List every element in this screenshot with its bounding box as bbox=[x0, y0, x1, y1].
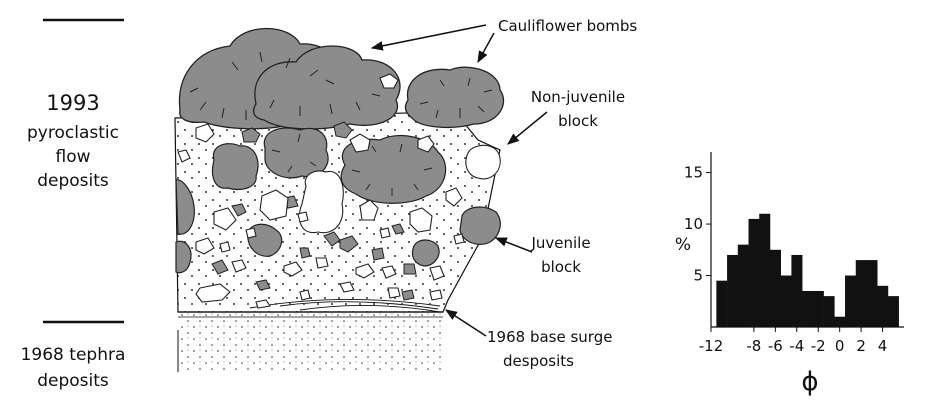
x-tick-label: -6 bbox=[768, 337, 783, 355]
histogram-bar bbox=[888, 296, 899, 327]
histogram-bar bbox=[716, 281, 727, 327]
histogram-bar bbox=[845, 276, 856, 327]
x-tick-label: 0 bbox=[835, 337, 845, 355]
unit-1993-label-year: 1993 bbox=[46, 91, 99, 115]
base-surge-arrow bbox=[446, 310, 486, 336]
histogram-bar bbox=[813, 291, 824, 327]
juvenile-block-label-line2: block bbox=[541, 258, 581, 276]
x-axis-label: ϕ bbox=[801, 367, 818, 397]
x-tick-label: -2 bbox=[811, 337, 826, 355]
x-tick-label: -4 bbox=[789, 337, 804, 355]
y-tick-label: 10 bbox=[684, 215, 703, 233]
unit-1993-label-line4: deposits bbox=[37, 171, 109, 191]
histogram-bar bbox=[770, 250, 781, 327]
histogram-bar bbox=[866, 260, 877, 327]
x-tick-label: 2 bbox=[856, 337, 866, 355]
non-juvenile-arrow bbox=[508, 112, 547, 144]
y-tick-label: 15 bbox=[684, 164, 703, 182]
deposit-section bbox=[175, 29, 504, 373]
histogram-bar bbox=[738, 245, 749, 327]
cauliflower-bomb bbox=[405, 67, 503, 127]
histogram-bar bbox=[834, 317, 845, 327]
histogram-bar bbox=[759, 214, 770, 327]
juvenile-arrow bbox=[496, 238, 532, 252]
x-tick-label: -8 bbox=[746, 337, 761, 355]
stratigraphy-labels: 1993 pyroclastic flow deposits 1968 teph… bbox=[21, 20, 126, 391]
histogram-bar bbox=[856, 260, 867, 327]
histogram-bar bbox=[877, 286, 888, 327]
histogram-bar bbox=[781, 276, 792, 327]
juvenile-clast bbox=[213, 144, 258, 190]
histogram-bar bbox=[802, 291, 813, 327]
base-surge-label-line1: 1968 base surge bbox=[487, 328, 612, 346]
non-juvenile-block-label-line1: Non-juvenile bbox=[531, 88, 625, 106]
unit-1968-label-line2: deposits bbox=[37, 371, 109, 391]
histogram-bar bbox=[749, 219, 760, 327]
histogram-bar bbox=[824, 296, 835, 327]
unit-1993-label-line2: pyroclastic bbox=[27, 123, 119, 143]
non-juvenile-block-label-line2: block bbox=[558, 112, 598, 130]
x-tick-label: -12 bbox=[699, 337, 724, 355]
y-axis-label: % bbox=[675, 235, 691, 255]
y-tick-label: 5 bbox=[693, 267, 703, 285]
x-tick-label: 4 bbox=[878, 337, 888, 355]
unit-1968-label-line1: 1968 tephra bbox=[21, 345, 126, 365]
tephra-layer bbox=[178, 312, 443, 372]
histogram-bar bbox=[727, 255, 738, 327]
unit-1993-label-line3: flow bbox=[55, 147, 90, 167]
cauliflower-bombs-label: Cauliflower bombs bbox=[498, 17, 637, 35]
juvenile-block-label-line1: Juvenile bbox=[530, 234, 590, 252]
cauliflower-arrow-right bbox=[478, 33, 494, 62]
cauliflower-arrow-left bbox=[372, 25, 486, 48]
base-surge-label-line2: desposits bbox=[503, 352, 574, 370]
juvenile-block bbox=[460, 207, 500, 244]
histogram-bar bbox=[791, 255, 802, 327]
